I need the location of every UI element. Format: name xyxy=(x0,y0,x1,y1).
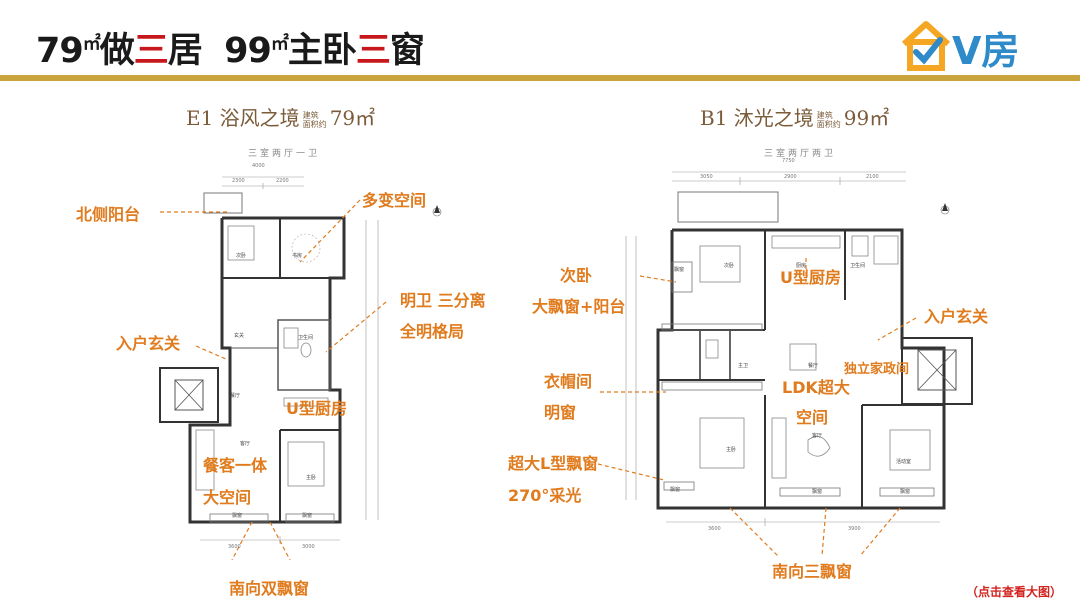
e1-dim-bottom-left: 3600 xyxy=(228,544,241,550)
b1-room-master: 主卧 xyxy=(726,447,737,453)
anno-kitchen-right: U型厨房 xyxy=(780,268,841,287)
e1-room-bay-1: 飘窗 xyxy=(232,513,243,519)
b1-room-bay-1: 飘窗 xyxy=(674,267,685,273)
plan-e1-area-tag-1: 建筑 xyxy=(302,110,319,120)
plan-b1-drawing xyxy=(625,171,973,526)
plan-b1-area: 99㎡ xyxy=(843,106,890,130)
plan-e1-area: 79㎡ xyxy=(329,106,376,130)
b1-dim-3: 2100 xyxy=(866,174,879,180)
e1-room-second-bedroom: 次卧 xyxy=(236,253,247,259)
b1-room-bay-4: 飘窗 xyxy=(900,489,911,495)
anno-kitchen-left: U型厨房 xyxy=(286,399,347,418)
anno-housekeeping: 独立家政间 xyxy=(844,362,910,377)
b1-room-bay-3: 飘窗 xyxy=(812,489,823,495)
anno-closet-2: 明窗 xyxy=(544,403,577,422)
anno-entry-foyer-left: 入户玄关 xyxy=(116,334,181,353)
plan-e1-name: E1 浴风之境 xyxy=(186,106,300,130)
e1-room-bathroom: 卫生间 xyxy=(298,335,314,341)
headline-part1: 79 xyxy=(36,31,84,71)
logo-text: V房 xyxy=(952,29,1020,73)
plan-b1-area-tag-1: 建筑 xyxy=(816,110,833,120)
anno-entry-foyer-right: 入户玄关 xyxy=(924,307,989,326)
anno-second-bed-1: 次卧 xyxy=(560,266,593,285)
e1-room-study: 书房 xyxy=(292,253,303,259)
headline-part5: 窗 xyxy=(389,31,425,71)
b1-dim-bottom-right: 3900 xyxy=(848,526,861,532)
b1-dim-2: 2900 xyxy=(784,174,797,180)
plan-e1-subtitle: 三室两厅一卫 xyxy=(248,149,321,159)
b1-room-dining: 餐厅 xyxy=(808,363,819,369)
anno-l-window-1: 超大L型飘窗 xyxy=(508,454,599,473)
header-divider xyxy=(0,75,1080,81)
e1-room-bay-2: 飘窗 xyxy=(302,513,313,519)
e1-dim-bottom-right: 3000 xyxy=(302,544,315,550)
b1-dim-1: 3050 xyxy=(700,174,713,180)
anno-north-balcony: 北侧阳台 xyxy=(76,205,141,224)
b1-room-living: 客厅 xyxy=(812,433,823,439)
anno-ldk-1: LDK超大 xyxy=(782,378,850,397)
anno-closet-1: 衣帽间 xyxy=(544,372,593,391)
headline-unit-1: ㎡ xyxy=(82,33,101,55)
b1-room-bay-2: 飘窗 xyxy=(670,487,681,493)
e1-dim-left: 2300 xyxy=(232,178,245,184)
e1-dim-right: 2200 xyxy=(276,178,289,184)
plan-e1-area-tag: 建筑面积约 xyxy=(303,111,327,129)
b1-room-activity: 活动室 xyxy=(896,459,912,465)
e1-dim-total: 4000 xyxy=(252,163,265,169)
anno-south-triple-windows: 南向三飘窗 xyxy=(772,562,853,581)
e1-room-foyer: 玄关 xyxy=(234,333,245,339)
headline-part4: 主卧 xyxy=(287,31,357,71)
b1-dim-bottom-left: 3600 xyxy=(708,526,721,532)
view-larger-link[interactable]: （点击查看大图） xyxy=(966,585,1063,599)
house-check-logo-icon xyxy=(901,21,951,71)
plan-e1-area-tag-2: 面积约 xyxy=(302,119,327,129)
b1-dim-total: 7750 xyxy=(782,158,795,164)
headline-highlight-2: 三 xyxy=(355,31,391,71)
headline-unit-2: ㎡ xyxy=(270,33,289,55)
anno-l-window-2: 270°采光 xyxy=(508,486,582,505)
e1-room-living: 客厅 xyxy=(240,441,251,447)
headline-part2: 做 xyxy=(99,31,135,71)
anno-bath-1: 明卫 三分离 xyxy=(400,291,486,310)
headline-highlight-1: 三 xyxy=(133,31,169,71)
anno-south-double-windows: 南向双飘窗 xyxy=(229,579,310,598)
b1-room-second-bedroom: 次卧 xyxy=(724,263,735,269)
plan-b1-area-tag: 建筑面积约 xyxy=(817,111,841,129)
b1-room-master-bath: 主卫 xyxy=(738,363,749,369)
e1-room-dining: 餐厅 xyxy=(230,393,241,399)
e1-room-master: 主卧 xyxy=(306,475,317,481)
plan-e1-drawing xyxy=(159,176,442,544)
b1-room-bathroom: 卫生间 xyxy=(850,263,866,269)
b1-room-kitchen: 厨房 xyxy=(796,263,807,269)
anno-flex-space: 多变空间 xyxy=(362,191,427,210)
anno-dining-1: 餐客一体 xyxy=(203,456,268,475)
headline-part3: 居 99 xyxy=(167,31,272,71)
annotation-leaders xyxy=(160,199,917,561)
anno-bath-2: 全明格局 xyxy=(400,322,465,341)
anno-dining-2: 大空间 xyxy=(203,488,252,507)
anno-second-bed-2: 大飘窗+阳台 xyxy=(532,297,626,316)
page-headline: 79㎡做三居 99㎡主卧三窗 xyxy=(36,22,425,73)
plan-b1-name: B1 沐光之境 xyxy=(700,106,814,130)
anno-ldk-2: 空间 xyxy=(796,408,829,427)
plan-b1-subtitle: 三室两厅两卫 xyxy=(764,149,837,159)
plan-b1-area-tag-2: 面积约 xyxy=(816,119,841,129)
